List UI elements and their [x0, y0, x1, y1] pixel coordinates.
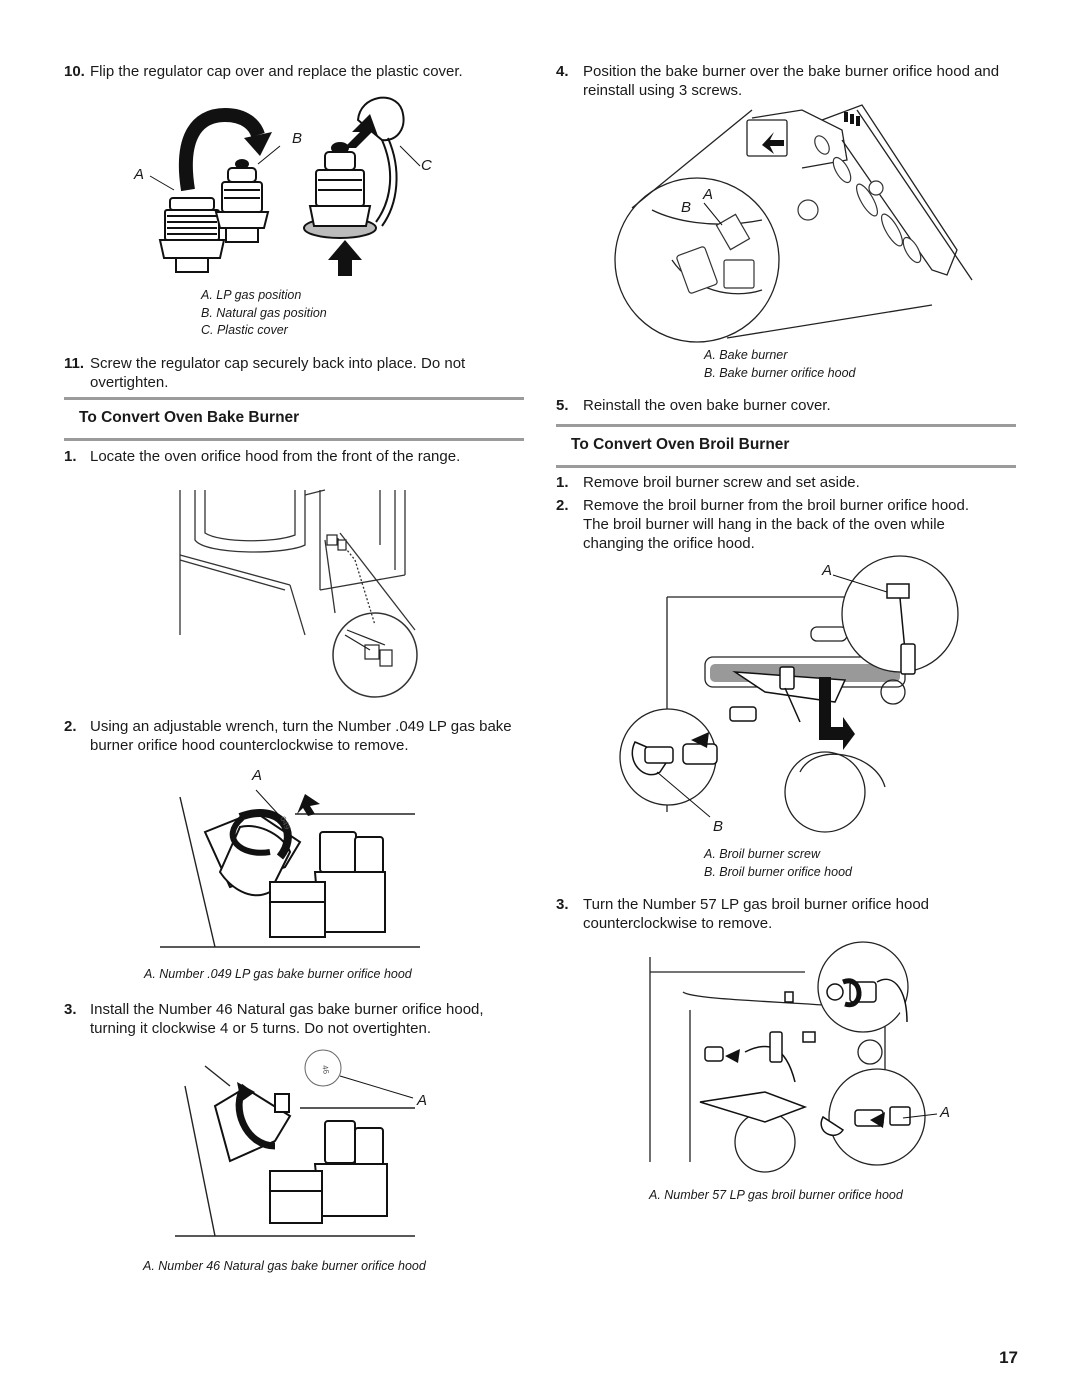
step-number: 2.	[64, 718, 77, 735]
remove-broil-orifice-hood-illustration	[649, 941, 938, 1173]
install-natural-orifice-hood-illustration: 46	[175, 1049, 415, 1237]
figure-label-a: A	[940, 1104, 951, 1121]
step-text: Turn the Number 57 LP gas broil burner o…	[583, 896, 930, 932]
step-number: 5.	[556, 397, 569, 414]
hood-stamp-text: 46	[320, 1064, 331, 1075]
step-1: 1. Remove broil burner screw and set asi…	[556, 473, 1016, 492]
figure-caption: A. LP gas position B. Natural gas positi…	[201, 287, 327, 340]
figure-label-a: A	[417, 1092, 428, 1109]
figure-caption: A. Number 46 Natural gas bake burner ori…	[143, 1259, 426, 1273]
section-title: To Convert Oven Bake Burner	[79, 409, 300, 426]
section-title: To Convert Oven Broil Burner	[571, 436, 790, 453]
step-2: 2. Using an adjustable wrench, turn the …	[64, 717, 514, 755]
step-text: Locate the oven orifice hood from the fr…	[90, 448, 461, 465]
step-number: 4.	[556, 63, 569, 80]
caption-line: A. Bake burner	[704, 348, 788, 362]
bake-burner-position-illustration	[614, 104, 973, 343]
step-number: 1.	[64, 448, 77, 465]
step-text: Reinstall the oven bake burner cover.	[583, 397, 831, 414]
step-number: 3.	[64, 1001, 77, 1018]
figure-label-a: A	[822, 562, 833, 579]
range-front-illustration	[179, 489, 418, 698]
step-11: 11. Screw the regulator cap securely bac…	[64, 354, 504, 392]
step-text: Remove the broil burner from the broil b…	[583, 497, 970, 552]
caption-line: C. Plastic cover	[201, 323, 288, 337]
page-number: 17	[999, 1348, 1018, 1367]
figure-caption: A. Broil burner screw B. Broil burner or…	[704, 846, 852, 881]
figure-label-a: A	[252, 767, 263, 784]
step-number: 2.	[556, 497, 569, 514]
figure-label-a: A	[134, 166, 145, 183]
step-5: 5. Reinstall the oven bake burner cover.	[556, 396, 1016, 415]
figure-label-b: B	[713, 818, 724, 835]
figure-caption: A. Number .049 LP gas bake burner orific…	[144, 967, 412, 981]
step-text: Install the Number 46 Natural gas bake b…	[90, 1001, 484, 1037]
step-text: Screw the regulator cap securely back in…	[90, 355, 466, 391]
step-text: Flip the regulator cap over and replace …	[90, 63, 463, 80]
caption-line: B. Bake burner orifice hood	[704, 365, 856, 380]
step-2: 2. Remove the broil burner from the broi…	[556, 496, 996, 553]
step-1: 1. Locate the oven orifice hood from the…	[64, 447, 524, 466]
broil-burner-illustration	[619, 555, 959, 833]
figure-caption: A. Number 57 LP gas broil burner orifice…	[649, 1188, 903, 1202]
caption-line: B. Natural gas position	[201, 305, 327, 320]
step-number: 11.	[64, 355, 85, 372]
step-3: 3. Install the Number 46 Natural gas bak…	[64, 1000, 524, 1038]
figure-label-a: A	[703, 186, 714, 203]
section-header-broil-burner: To Convert Oven Broil Burner	[556, 424, 1016, 468]
caption-line: B. Broil burner orifice hood	[704, 864, 852, 879]
figure-caption: A. Bake burner B. Bake burner orifice ho…	[704, 347, 855, 382]
figure-label-b: B	[292, 130, 303, 147]
step-text: Using an adjustable wrench, turn the Num…	[90, 718, 512, 754]
regulator-cap-illustration	[149, 96, 421, 276]
figure-label-c: C	[421, 157, 432, 174]
step-number: 10.	[64, 63, 85, 80]
caption-line: A. LP gas position	[201, 288, 302, 302]
section-header-bake-burner: To Convert Oven Bake Burner	[64, 397, 524, 441]
step-4: 4. Position the bake burner over the bak…	[556, 62, 1016, 100]
figure-label-b: B	[681, 199, 692, 216]
caption-line: A. Broil burner screw	[704, 847, 821, 861]
step-3: 3. Turn the Number 57 LP gas broil burne…	[556, 895, 996, 933]
step-text: Position the bake burner over the bake b…	[583, 63, 1000, 99]
step-text: Remove broil burner screw and set aside.	[583, 474, 860, 491]
remove-lp-orifice-hood-illustration: 049	[160, 789, 420, 948]
step-number: 1.	[556, 474, 569, 491]
step-10: 10. Flip the regulator cap over and repl…	[64, 62, 524, 81]
step-number: 3.	[556, 896, 569, 913]
